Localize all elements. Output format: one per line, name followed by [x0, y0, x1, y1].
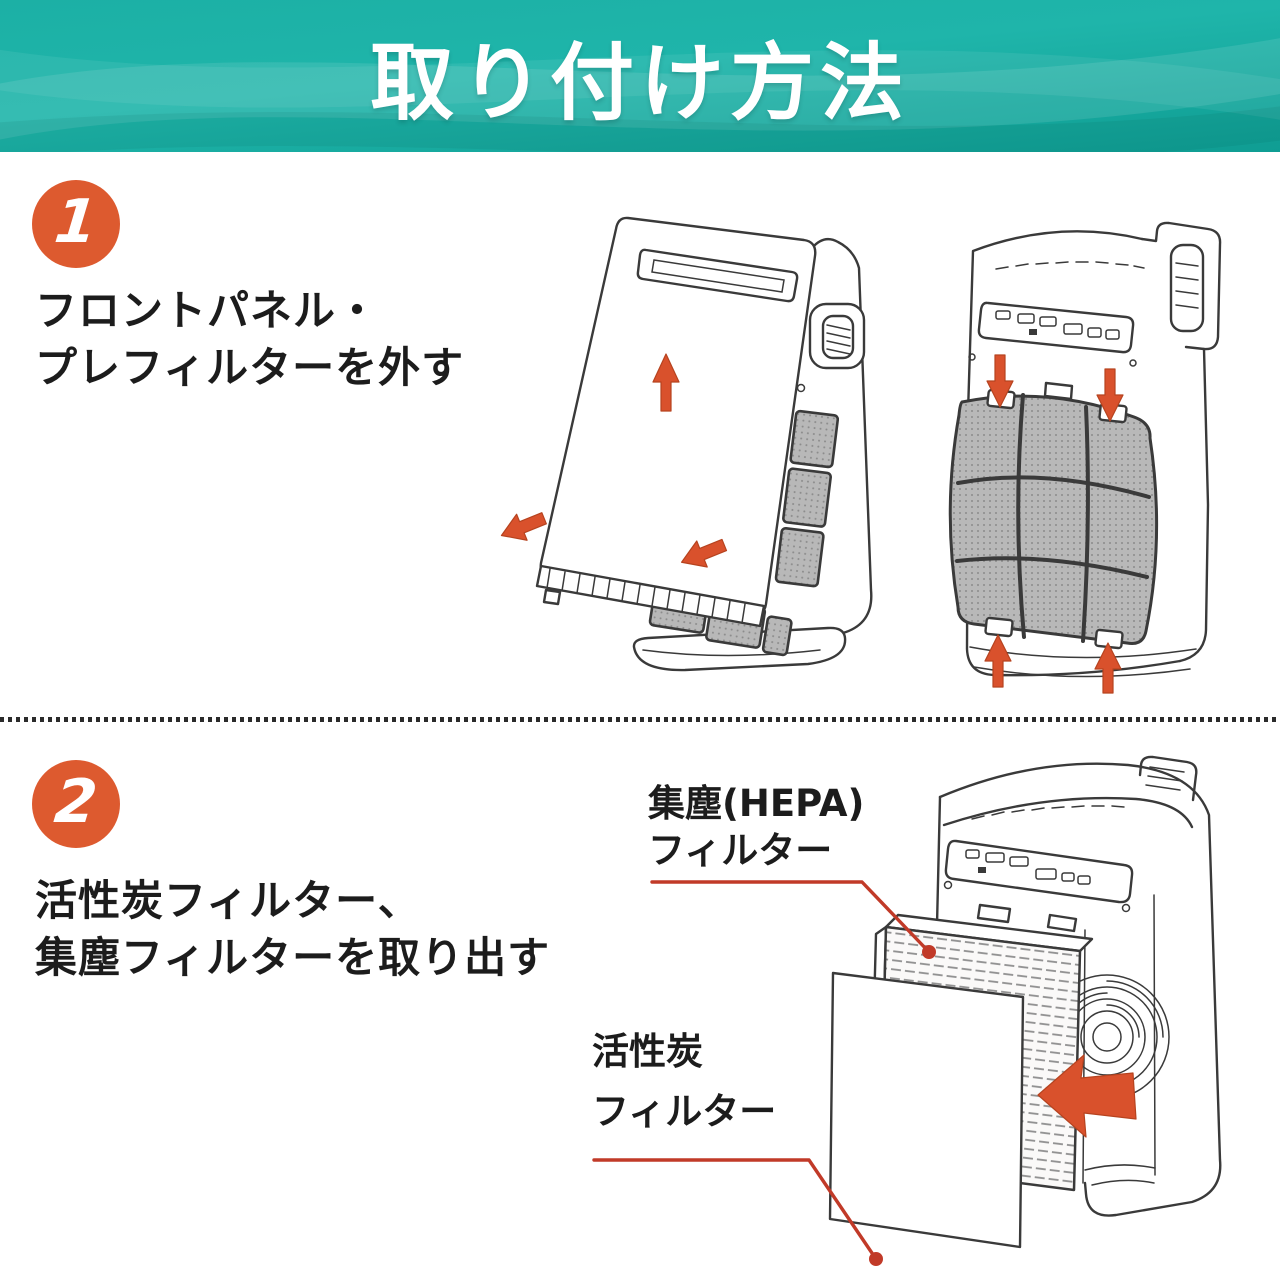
step-1-badge: 1 [32, 180, 120, 268]
carbon-filter-label-line-2: フィルター [592, 1090, 777, 1133]
pre-filter-grid [948, 388, 1159, 650]
upper-left-arrow-icon [681, 538, 728, 568]
carbon-filter-label: 活性炭 フィルター [592, 1022, 776, 1142]
purifier-body [965, 221, 1222, 678]
side-handle [1169, 243, 1205, 333]
hepa-filter-label-line-2: フィルター [648, 829, 833, 872]
hepa-filter-label: 集塵(HEPA) フィルター [648, 780, 864, 874]
step-1-diagram-front-panel-removal [500, 216, 873, 672]
banner-wave-decoration [0, 38, 1280, 152]
control-panel [977, 301, 1135, 354]
carbon-filter-panel [828, 971, 1025, 1249]
purifier-body [935, 755, 1222, 1217]
header-banner: 取り付け方法 [0, 0, 1280, 152]
vent-slots [971, 805, 1125, 820]
left-arrow-icon [1037, 1054, 1137, 1138]
step-1-title-line-1: フロントパネル・ [35, 286, 380, 335]
up-arrow-icon [984, 634, 1012, 688]
step-1-diagram-prefilter-removal [948, 221, 1222, 694]
step-2-title-line-2: 集塵フィルターを取り出す [35, 933, 551, 982]
hepa-leader-line [650, 880, 936, 959]
step-2-number: 2 [51, 767, 101, 837]
upper-left-arrow-icon [500, 512, 547, 541]
control-panel [944, 839, 1134, 904]
step-2-title-line-1: 活性炭フィルター、 [35, 876, 421, 925]
step-2-badge: 2 [32, 760, 120, 848]
carbon-leader-line [592, 1158, 883, 1266]
vent-slots [995, 261, 1145, 270]
down-arrow-icon [986, 354, 1014, 408]
step-1-title-line-2: プレフィルターを外す [35, 343, 465, 392]
up-arrow-icon [652, 353, 680, 412]
filter-tab [984, 616, 1014, 638]
down-arrow-icon [1096, 368, 1124, 422]
front-panel [535, 216, 817, 628]
section-divider [0, 717, 1280, 722]
step-2-diagram-filter-removal [592, 755, 1222, 1266]
carbon-filter-label-line-1: 活性炭 [592, 1030, 703, 1073]
hepa-filter-label-line-1: 集塵(HEPA) [648, 782, 865, 825]
filter-cells-side [774, 409, 840, 588]
top-handle [1138, 755, 1198, 802]
page-title: 取り付け方法 [369, 33, 910, 132]
up-arrow-icon [1094, 642, 1122, 694]
side-handle [808, 302, 866, 370]
step-2-title: 活性炭フィルター、 集塵フィルターを取り出す [35, 872, 550, 986]
step-1-title: フロントパネル・ プレフィルターを外す [35, 282, 464, 396]
step-1-number: 1 [51, 187, 101, 257]
